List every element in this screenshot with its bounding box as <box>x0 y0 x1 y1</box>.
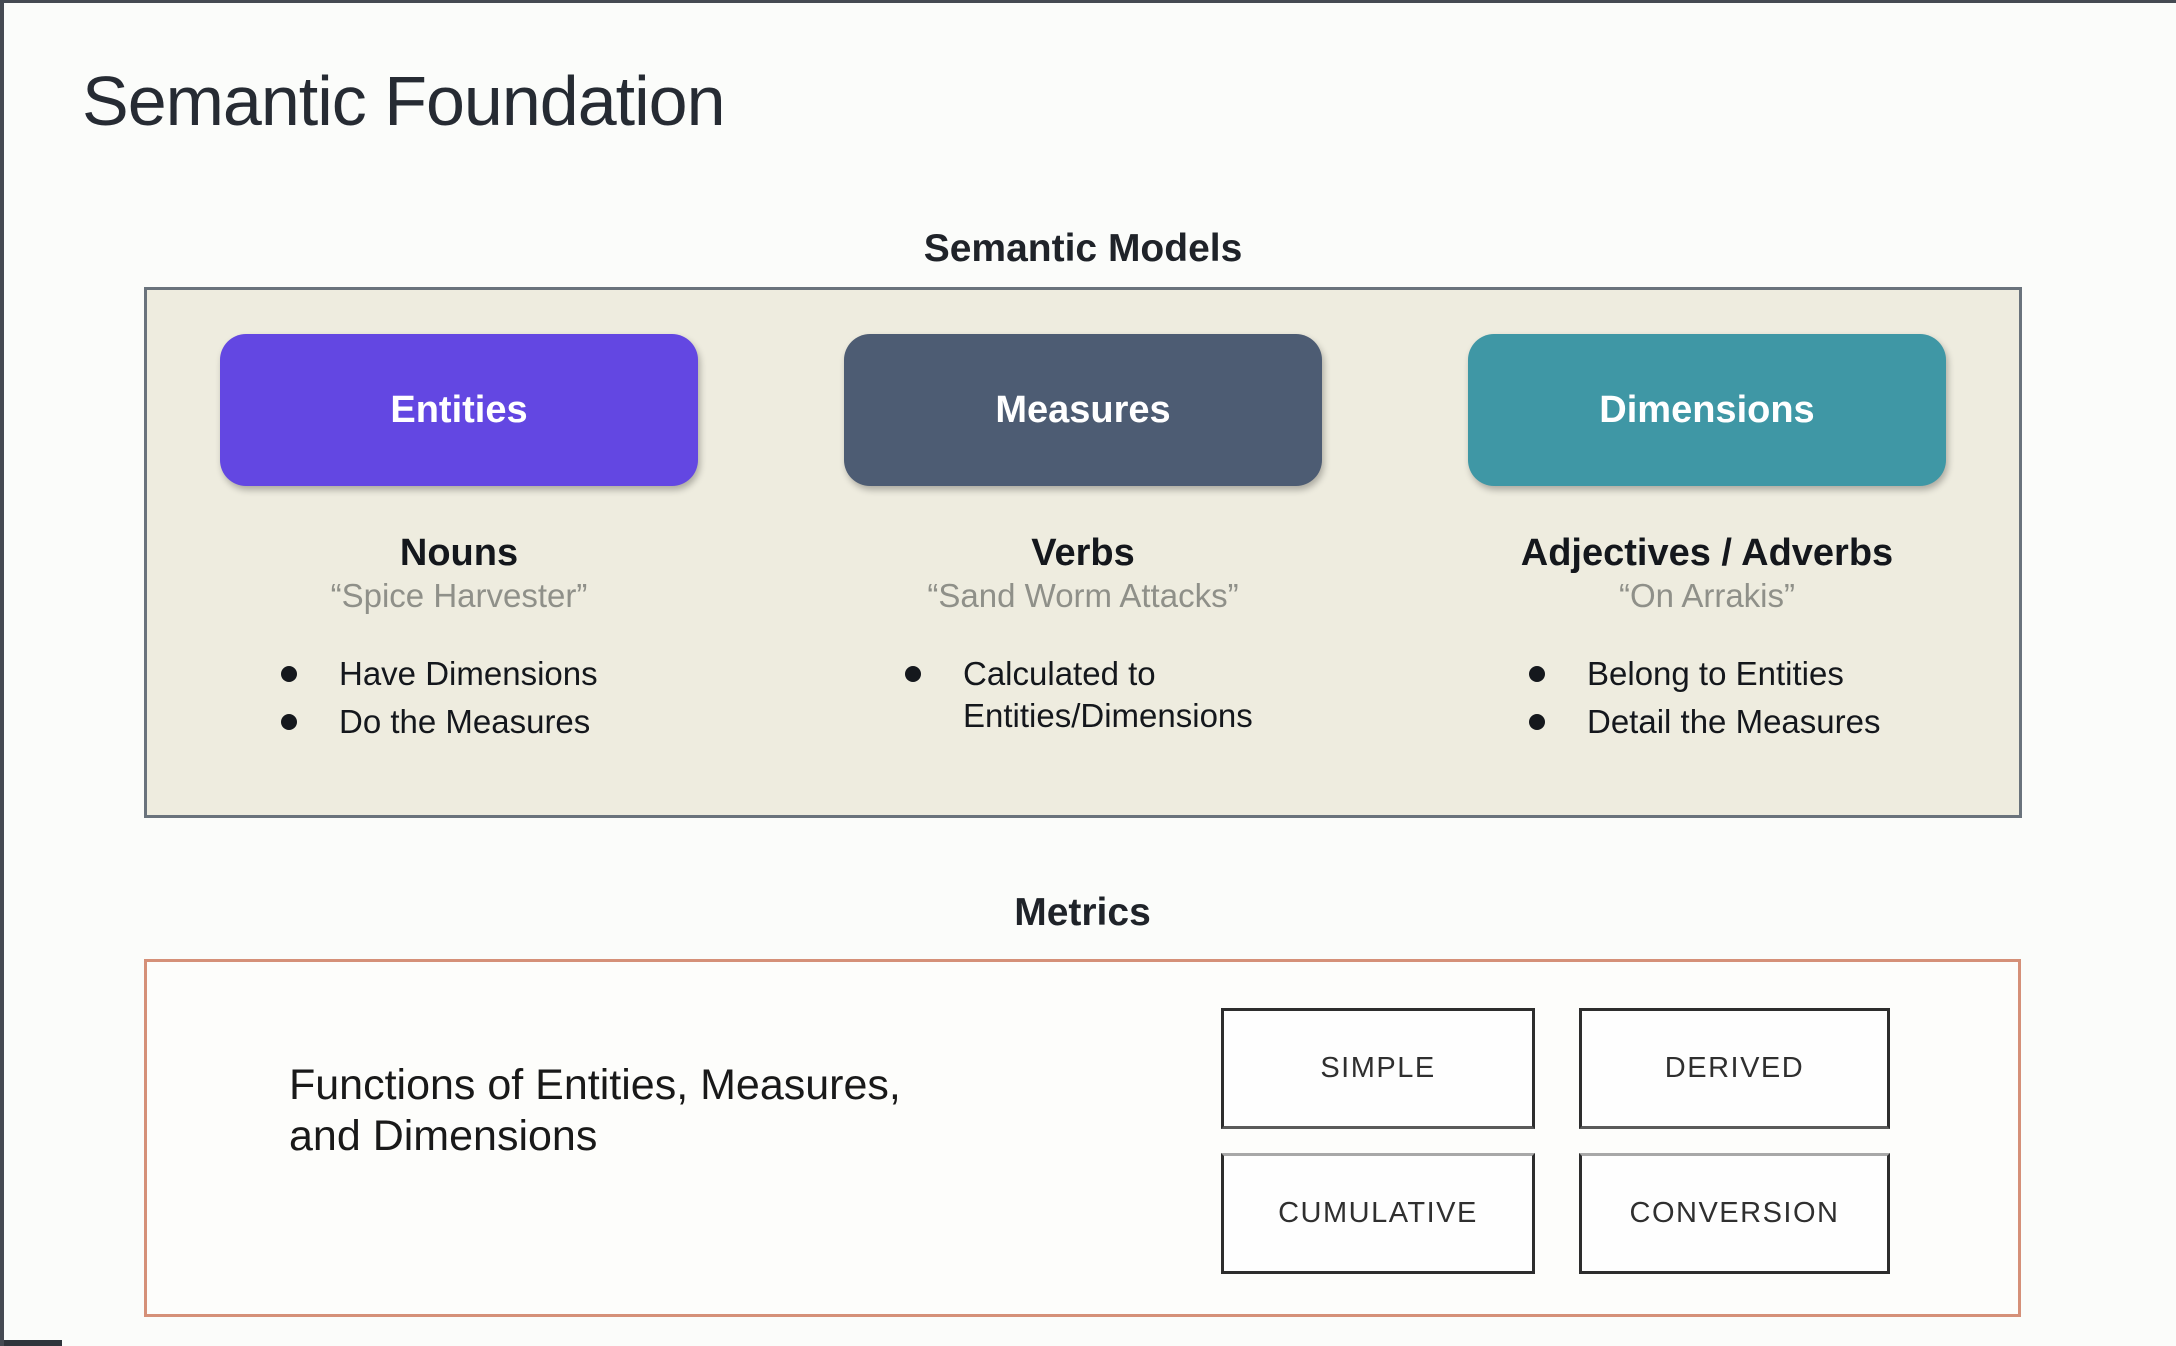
dimensions-button: Dimensions <box>1468 334 1946 486</box>
bullet-item: Detail the Measures <box>1511 701 1903 743</box>
entities-example-quote: “Spice Harvester” <box>330 577 588 614</box>
metrics-panel: Functions of Entities, Measures, and Dim… <box>144 959 2021 1317</box>
entities-column: Entities Nouns “Spice Harvester” Have Di… <box>147 290 771 815</box>
metrics-heading: Metrics <box>1014 891 1151 934</box>
metric-type-cumulative: CUMULATIVE <box>1221 1153 1535 1274</box>
measures-column: Measures Verbs “Sand Worm Attacks” Calcu… <box>771 290 1395 815</box>
metric-type-derived: DERIVED <box>1579 1008 1890 1129</box>
semantic-models-panel: Entities Nouns “Spice Harvester” Have Di… <box>144 287 2022 818</box>
metrics-description: Functions of Entities, Measures, and Dim… <box>289 1061 901 1160</box>
measures-role-heading: Verbs <box>1031 532 1135 574</box>
metric-type-conversion: CONVERSION <box>1579 1153 1890 1274</box>
entities-button: Entities <box>220 334 698 486</box>
bullet-item: Do the Measures <box>263 701 655 743</box>
bullet-item: Belong to Entities <box>1511 653 1903 695</box>
bullet-item: Have Dimensions <box>263 653 655 695</box>
dimensions-bullet-list: Belong to Entities Detail the Measures <box>1511 653 1903 749</box>
measures-bullet-list: Calculated to Entities/Dimensions <box>887 653 1279 743</box>
measures-example-quote: “Sand Worm Attacks” <box>927 577 1239 614</box>
entities-role-heading: Nouns <box>399 532 519 574</box>
measures-button: Measures <box>844 334 1322 486</box>
semantic-models-heading: Semantic Models <box>923 227 1243 270</box>
dimensions-column: Dimensions Adjectives / Adverbs “On Arra… <box>1395 290 2019 815</box>
dimensions-example-quote: “On Arrakis” <box>1618 577 1796 614</box>
dimensions-role-heading: Adjectives / Adverbs <box>1520 532 1894 574</box>
slide-title: Semantic Foundation <box>82 62 726 140</box>
bullet-item: Calculated to Entities/Dimensions <box>887 653 1279 737</box>
window-edge <box>4 1340 62 1346</box>
entities-bullet-list: Have Dimensions Do the Measures <box>263 653 655 749</box>
metric-type-simple: SIMPLE <box>1221 1008 1535 1129</box>
